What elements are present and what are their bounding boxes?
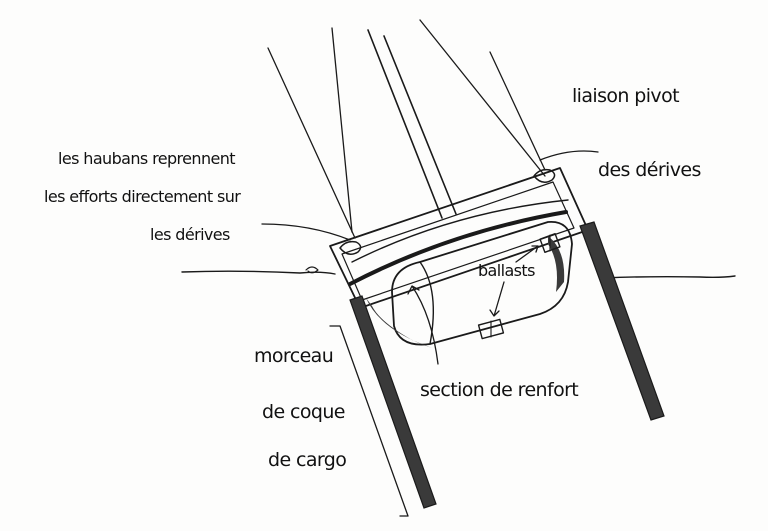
- shroud-left-inner: [331, 27, 353, 233]
- ballast-upper: [539, 232, 561, 254]
- crossbar-top: [351, 199, 569, 263]
- pivot-left: [339, 240, 362, 255]
- shroud-right-inner: [419, 19, 546, 177]
- shroud-left-outer: [267, 47, 356, 239]
- water-swirl: [305, 266, 319, 274]
- leeboard-right: [579, 221, 665, 421]
- mast-left: [367, 29, 443, 219]
- waterline-right: [603, 275, 736, 279]
- crossbar: [348, 210, 568, 286]
- haubans-leader: [261, 223, 351, 241]
- pivot-right: [533, 168, 556, 183]
- mast-right: [383, 35, 457, 215]
- haubans-line-2: les efforts directement sur: [44, 187, 241, 206]
- frame-inner: [341, 181, 575, 301]
- section-arrow: [407, 285, 439, 365]
- morceau-line-1: morceau: [254, 345, 333, 367]
- liaison-line-1: liaison pivot: [572, 85, 679, 107]
- haubans-line-1: les haubans reprennent: [58, 149, 235, 168]
- morceau-bracket: [329, 325, 409, 517]
- ballasts-label: ballasts: [478, 261, 535, 280]
- shroud-right-outer: [489, 51, 546, 171]
- section-label: section de renfort: [420, 379, 578, 401]
- ballast-lower: [477, 318, 505, 340]
- liaison-leader: [539, 150, 599, 161]
- ballast-arrow-down: [489, 281, 505, 317]
- haubans-line-3: les dérives: [150, 225, 230, 244]
- hull-body: [391, 221, 573, 346]
- ballast-arrow-up: [515, 245, 539, 263]
- liaison-line-2: des dérives: [598, 159, 701, 181]
- waterline-left: [181, 270, 336, 275]
- morceau-line-3: de cargo: [268, 449, 346, 471]
- morceau-line-2: de coque: [262, 401, 345, 423]
- leeboard-left: [349, 295, 437, 509]
